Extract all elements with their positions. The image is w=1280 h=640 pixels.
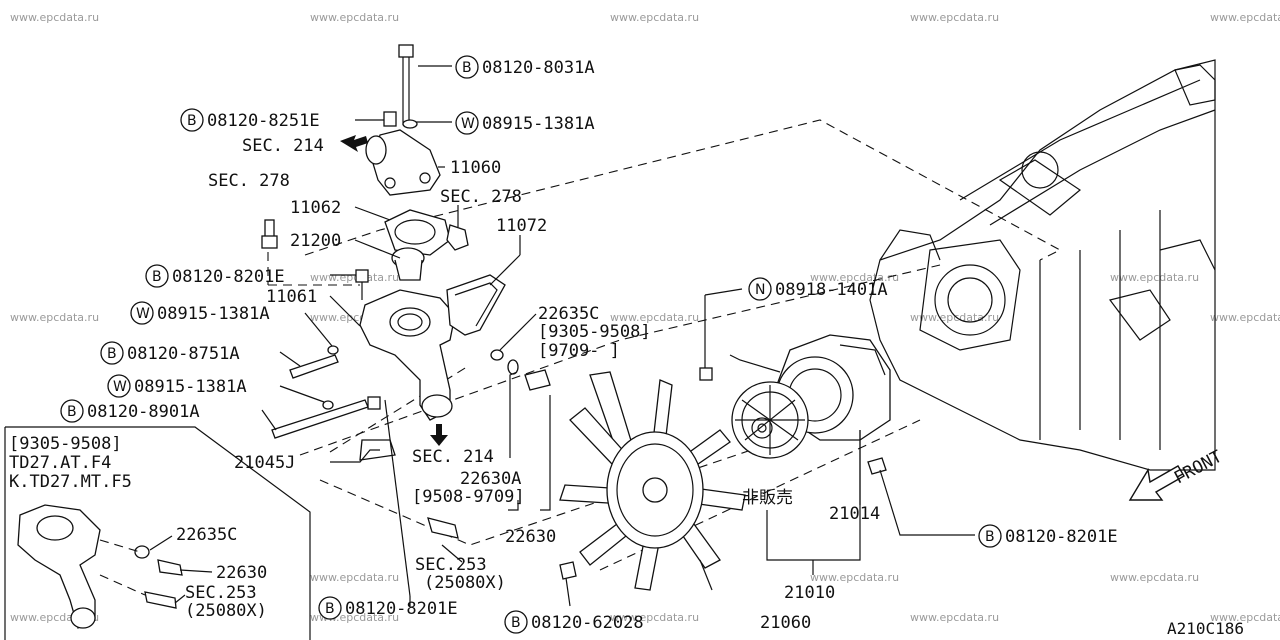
label-sec278-right: SEC. 278: [440, 187, 522, 207]
label-25080x: (25080X): [424, 573, 506, 593]
watermark: www.epcdata.ru: [810, 571, 899, 584]
front-arrow-icon: [1128, 465, 1185, 501]
bolt-marker-icon: [978, 524, 1002, 548]
bolt-marker-icon: [504, 610, 528, 634]
label-11072: 11072: [496, 216, 547, 236]
bolt-marker: B: [511, 615, 521, 631]
bolt-marker: B: [325, 601, 335, 617]
label-front: FRONT: [1171, 447, 1226, 489]
label-08915-1381a-mid: 08915-1381A: [157, 304, 270, 324]
bolt-marker-icon: [455, 55, 479, 79]
label-11062: 11062: [290, 198, 341, 218]
label-21045j: 21045J: [234, 453, 295, 473]
label-21200: 21200: [290, 231, 341, 251]
markers: B W B B W B W B N B B B: [60, 55, 1002, 634]
label-21014: 21014: [829, 504, 880, 524]
label-22635c: 22635C: [538, 304, 599, 324]
watermark: www.epcdata.ru: [1210, 311, 1280, 324]
cooling-fan: [559, 371, 746, 591]
label-08918-1401a: 08918-1401A: [775, 280, 888, 300]
label-range-9508-9709: [9508-9709]: [412, 487, 525, 507]
watermark: www.epcdata.ru: [310, 11, 399, 24]
washer-marker-icon: [130, 301, 154, 325]
watermark: www.epcdata.ru: [1210, 11, 1280, 24]
bolt-marker: B: [152, 269, 162, 285]
watermark: www.epcdata.ru: [1110, 571, 1199, 584]
watermark: www.epcdata.ru: [910, 611, 999, 624]
nut-marker: N: [755, 282, 765, 298]
label-08120-8201e-c: 08120-8201E: [1005, 527, 1118, 547]
label-08915-1381a-low: 08915-1381A: [134, 377, 247, 397]
inset-model-at: TD27.AT.F4: [9, 453, 111, 473]
bolt-marker-icon: [318, 596, 342, 620]
watermark: www.epcdata.ru: [610, 611, 699, 624]
label-08120-8031a: 08120-8031A: [482, 58, 595, 78]
label-08120-8201e-a: 08120-8201E: [172, 267, 285, 287]
label-08120-8751a: 08120-8751A: [127, 344, 240, 364]
watermark: www.epcdata.ru: [1110, 271, 1199, 284]
direction-arrows: [340, 135, 1185, 501]
watermark: www.epcdata.ru: [10, 311, 99, 324]
label-range-9305-9508: [9305-9508]: [538, 322, 651, 342]
engine-block: [869, 59, 1216, 471]
label-08120-8201e-b: 08120-8201E: [345, 599, 458, 619]
inset-range: [9305-9508]: [9, 434, 122, 454]
diagram-code: A210C186: [1167, 619, 1244, 638]
label-21060: 21060: [760, 613, 811, 633]
watermark: www.epcdata.ru: [610, 311, 699, 324]
inset-label-22630: 22630: [216, 563, 267, 583]
bolt-marker-icon: [100, 341, 124, 365]
label-08120-8251e: 08120-8251E: [207, 111, 320, 131]
watermark: www.epcdata.ru: [610, 11, 699, 24]
label-08120-8901a: 08120-8901A: [87, 402, 200, 422]
washer-marker: W: [136, 306, 150, 322]
washer-marker: W: [113, 379, 127, 395]
label-11061: 11061: [266, 287, 317, 307]
label-sec278-left: SEC. 278: [208, 171, 290, 191]
watermark: www.epcdata.ru: [310, 571, 399, 584]
inset-label-22635c: 22635C: [176, 525, 237, 545]
bolt-marker: B: [187, 113, 197, 129]
watermark: www.epcdata.ru: [910, 311, 999, 324]
washer-marker-icon: [455, 111, 479, 135]
bolt-marker: B: [985, 529, 995, 545]
label-not-sold: 非販売: [742, 488, 793, 508]
inset-model-mt: K.TD27.MT.F5: [9, 472, 132, 492]
label-21010: 21010: [784, 583, 835, 603]
watermark: www.epcdata.ru: [1210, 611, 1280, 624]
label-sec214-top: SEC. 214: [242, 136, 324, 156]
washer-marker: W: [461, 116, 475, 132]
inset-label-25080x: (25080X): [185, 601, 267, 621]
bolt-marker-icon: [180, 108, 204, 132]
label-11060: 11060: [450, 158, 501, 178]
bolt-marker: B: [462, 60, 472, 76]
watermark: www.epcdata.ru: [310, 271, 399, 284]
inset-labels: [9305-9508] TD27.AT.F4 K.TD27.MT.F5 2263…: [9, 434, 267, 621]
label-22630a: 22630A: [460, 469, 521, 489]
watermark: www.epcdata.ru: [910, 11, 999, 24]
watermark: www.epcdata.ru: [10, 11, 99, 24]
label-08120-62028: 08120-62028: [531, 613, 644, 633]
washer-marker-icon: [107, 374, 131, 398]
variant-inset: [4, 426, 311, 640]
part-labels: 08120-8031A 08915-1381A 08120-8251E SEC.…: [87, 58, 1244, 638]
water-pump: [731, 334, 891, 459]
bolt-marker-icon: [145, 264, 169, 288]
label-22630: 22630: [505, 527, 556, 547]
nut-marker-icon: [748, 277, 772, 301]
inset-label-sec253: SEC.253: [185, 583, 257, 603]
label-range-9709: [9709- ]: [538, 341, 620, 361]
arrow-icon: [340, 135, 368, 152]
thermostat-housing: [261, 44, 887, 580]
bolt-marker: B: [67, 404, 77, 420]
label-sec253: SEC.253: [415, 555, 487, 575]
leader-lines: [261, 65, 975, 607]
bolt-marker: B: [107, 346, 117, 362]
arrow-icon: [430, 424, 448, 446]
label-08915-1381a-top: 08915-1381A: [482, 114, 595, 134]
bolt-marker-icon: [60, 399, 84, 423]
label-sec214-low: SEC. 214: [412, 447, 494, 467]
